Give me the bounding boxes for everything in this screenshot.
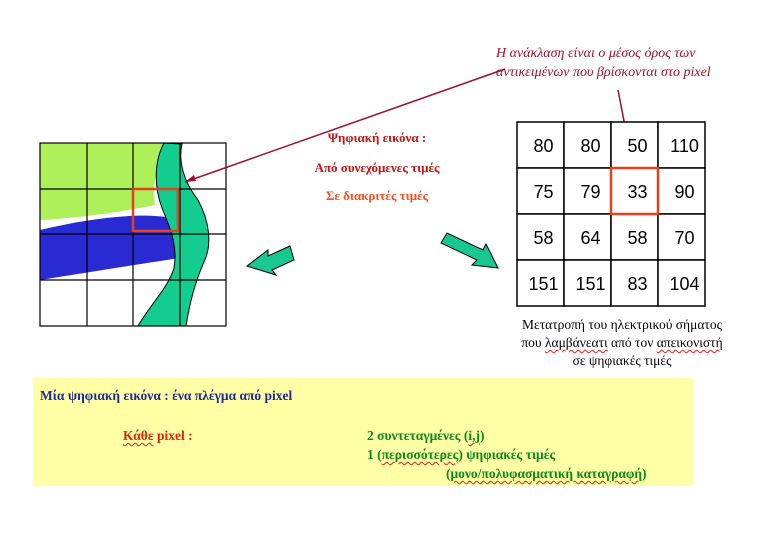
- grid-cell-value: 151: [575, 274, 605, 294]
- grid-cell-value: 50: [627, 136, 647, 156]
- conversion-from: Από συνεχόμενες τιμές: [314, 160, 440, 175]
- grid-cell: [657, 213, 706, 261]
- grid-cell: [657, 121, 706, 169]
- pixel-value-grid: 80 80 50 110 75 79 33 90 58 64 58 70 151 151 83 104: [516, 121, 706, 307]
- grid-cell: [563, 167, 612, 215]
- grid-cell-value: 151: [528, 274, 558, 294]
- grid-cell-value: 90: [674, 182, 694, 202]
- grid-cell: [657, 259, 706, 307]
- scene-highlight-pixel: [131, 187, 180, 233]
- grid-cell: [563, 259, 612, 307]
- caption-line-3: σε ψηφιακές τιμές: [572, 353, 672, 368]
- grid-cell-value: 33: [627, 182, 647, 202]
- grid-cell-value: 83: [627, 274, 647, 294]
- grid-highlight-pixel: [609, 166, 660, 216]
- grid-caption: Μετατροπή του ηλεκτρικού σήματος που λαμ…: [500, 316, 744, 370]
- info-item-values: 1 (περισσότερες) ψηφιακές τιμές: [367, 447, 556, 462]
- info-item-coordinates: 2 συντεταγμένες (i,j): [367, 428, 485, 443]
- arrow-right: [440, 232, 499, 269]
- info-box-pixel-label: Κάθε pixel :: [123, 428, 193, 443]
- pointer-head-scene: [185, 175, 196, 182]
- conversion-title: Ψηφιακή εικόνα :: [327, 130, 427, 145]
- caption-line-1: Μετατροπή του ηλεκτρικού σήματος: [522, 317, 722, 332]
- grid-cell-value: 110: [670, 136, 699, 156]
- conversion-to: Σε διακριτές τιμές: [325, 188, 429, 203]
- grid-cell-value: 75: [533, 182, 553, 202]
- arrow-left: [245, 245, 295, 276]
- pointer-line-scene: [184, 68, 506, 183]
- grid-cell: [516, 167, 565, 215]
- scene-image: [39, 142, 227, 327]
- info-box: [33, 378, 693, 486]
- grid-cell-value: 80: [533, 136, 553, 156]
- grid-cell-value: 104: [669, 274, 699, 294]
- grid-cell: [610, 167, 659, 215]
- grid-cell: [610, 121, 659, 169]
- annotation-note: Η ανάκλαση είναι ο μέσος όρος των αντικε…: [496, 46, 711, 80]
- grid-cell: [610, 259, 659, 307]
- caption-line-2: που λαμβάνεατι από τον απεικονιστή: [521, 335, 723, 350]
- info-item-recording: (μονο/πολυφασματική καταγραφή): [446, 466, 647, 481]
- info-box-title: Μία ψηφιακή εικόνα : ένα πλέγμα από pixe…: [40, 388, 293, 403]
- grid-cell-value: 80: [580, 136, 600, 156]
- grid-cell: [563, 213, 612, 261]
- grid-cell-value: 64: [580, 228, 600, 248]
- green-field: [40, 143, 170, 220]
- grid-cell-value: 58: [627, 228, 647, 248]
- grid-cell-value: 58: [533, 228, 553, 248]
- grid-cell-value: 70: [674, 228, 694, 248]
- grid-cell: [516, 259, 565, 307]
- grid-cell-value: 79: [580, 182, 600, 202]
